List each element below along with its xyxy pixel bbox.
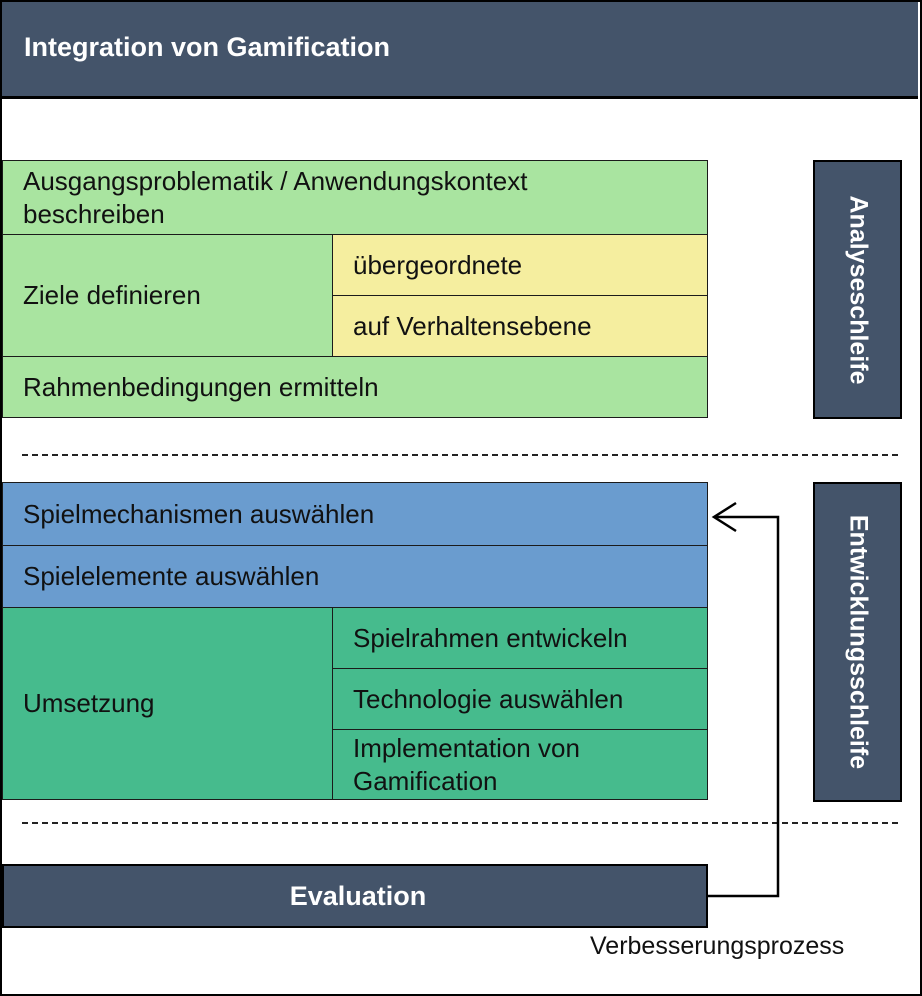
context-label: Ausgangsproblematik / Anwendungskontext … [23,166,528,229]
mechanics-box: Spielmechanismen auswählen [2,482,708,546]
diagram-title: Integration von Gamification [24,32,391,62]
development-loop-bar: Entwicklungsschleife [813,482,902,802]
section-divider-2 [22,822,898,824]
context-box: Ausgangsproblematik / Anwendungskontext … [2,160,708,235]
implementation-box: Umsetzung [2,607,334,800]
feedback-arrow-head [711,501,737,533]
conditions-box: Rahmenbedingungen ermitteln [2,356,708,418]
mechanics-label: Spielmechanismen auswählen [23,498,375,529]
evaluation-label: Evaluation [289,880,427,911]
goal-level-label-2: auf Verhaltensebene [353,310,592,341]
impl-step-label-3: Implementation von Gamification [353,733,580,796]
goal-level-label-1: übergeordnete [353,249,523,280]
improvement-caption: Verbesserungsprozess [590,932,845,960]
goal-level-box-1: übergeordnete [332,234,708,296]
analysis-loop-bar: Analyseschleife [813,160,902,419]
impl-step-box-2: Technologie auswählen [332,668,708,730]
impl-step-label-2: Technologie auswählen [353,683,624,714]
conditions-label: Rahmenbedingungen ermitteln [23,371,379,402]
feedback-arrow-line [708,515,780,898]
goals-label: Ziele definieren [23,280,201,311]
elements-box: Spielelemente auswählen [2,545,708,608]
elements-label: Spielelemente auswählen [23,561,320,592]
goal-level-box-2: auf Verhaltensebene [332,295,708,357]
evaluation-box: Evaluation [2,864,708,928]
section-divider-1 [22,454,898,456]
implementation-label: Umsetzung [23,688,155,719]
impl-step-box-3: Implementation von Gamification [332,729,708,800]
header-bar: Integration von Gamification [2,2,918,99]
impl-step-label-1: Spielrahmen entwickeln [353,622,628,653]
impl-step-box-1: Spielrahmen entwickeln [332,607,708,669]
